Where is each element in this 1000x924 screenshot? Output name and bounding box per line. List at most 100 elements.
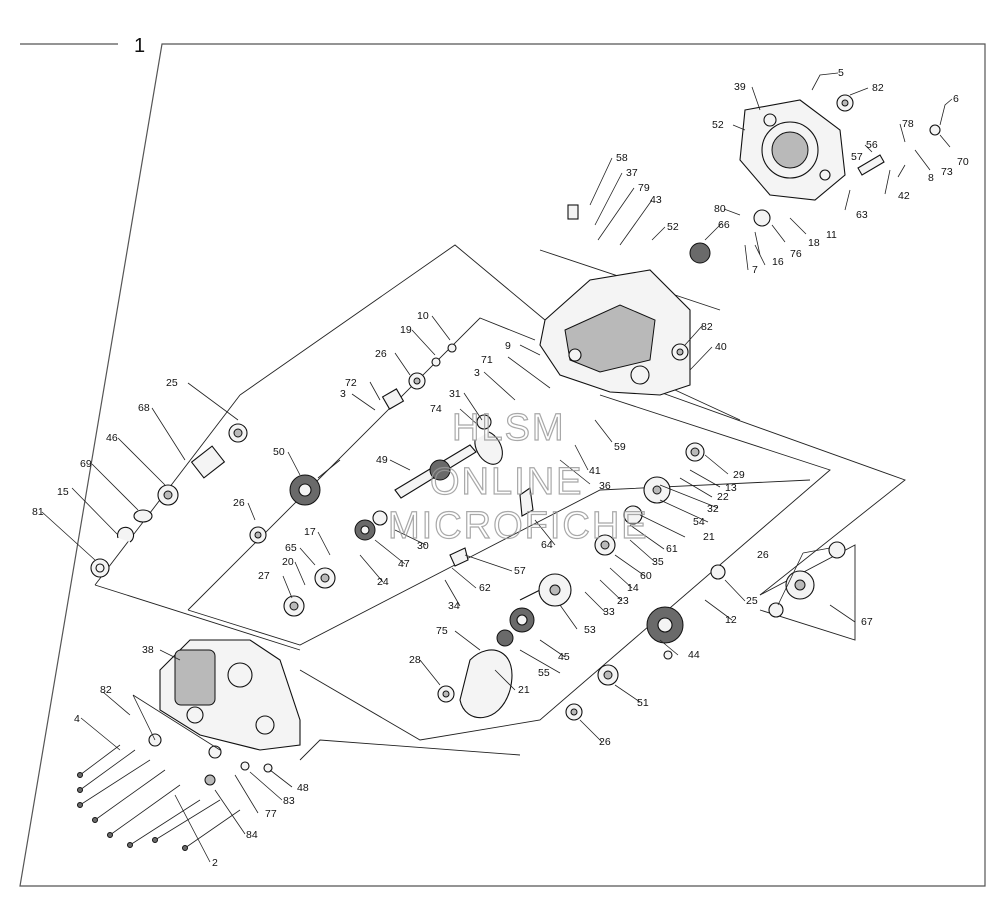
callout-c37: 37	[626, 167, 638, 179]
callout-c11: 11	[826, 229, 837, 241]
callout-c48: 48	[297, 782, 309, 794]
callout-c59: 59	[614, 441, 626, 453]
bolt-set	[77, 733, 273, 851]
callout-c3a: 3	[340, 388, 346, 400]
callout-c79: 79	[638, 182, 650, 194]
callout-c20: 20	[282, 556, 294, 568]
callout-c51: 51	[637, 697, 649, 709]
watermark-line1: HLSM	[452, 407, 566, 449]
callout-c8: 8	[928, 172, 934, 184]
callout-c7: 7	[752, 264, 758, 276]
gear-and-shaft-parts	[90, 94, 941, 721]
callout-c4: 4	[74, 713, 80, 725]
callout-c84: 84	[246, 829, 258, 841]
main-transmission-housing	[539, 269, 691, 396]
callout-c26a: 26	[375, 348, 387, 360]
callout-c82b: 82	[701, 321, 713, 333]
callout-c82c: 82	[100, 684, 112, 696]
callout-c41: 41	[589, 465, 601, 477]
callout-c12: 12	[725, 614, 737, 626]
callout-c35: 35	[652, 556, 664, 568]
callout-c69: 69	[80, 458, 92, 470]
callout-c39: 39	[734, 81, 746, 93]
callout-c42: 42	[898, 190, 910, 202]
callout-c83: 83	[283, 795, 295, 807]
callout-c44: 44	[688, 649, 700, 661]
callout-c77: 77	[265, 808, 277, 820]
callout-c63: 63	[856, 209, 868, 221]
callout-c81: 81	[32, 506, 44, 518]
callout-c16: 16	[772, 256, 784, 268]
callout-c65: 65	[285, 542, 297, 554]
callout-c21b: 21	[518, 684, 530, 696]
callout-c61: 61	[666, 543, 678, 555]
front-housing	[159, 639, 301, 751]
callout-c68: 68	[138, 402, 150, 414]
callout-c10: 10	[417, 310, 429, 322]
callout-leaders	[41, 72, 953, 863]
callout-c52b: 52	[667, 221, 679, 233]
watermark-line2: ONLINE	[430, 461, 583, 503]
callout-c32: 32	[707, 503, 719, 515]
callout-c27: 27	[258, 570, 270, 582]
callout-c50: 50	[273, 446, 285, 458]
callout-c25b: 25	[746, 595, 758, 607]
callout-c26d: 26	[599, 736, 611, 748]
callout-c6: 6	[953, 93, 959, 105]
callout-c28: 28	[409, 654, 421, 666]
sheet-number: 1	[134, 35, 145, 57]
callout-c26c: 26	[757, 549, 769, 561]
callout-c33: 33	[603, 606, 615, 618]
callout-c38: 38	[142, 644, 154, 656]
callout-c45: 45	[558, 651, 570, 663]
callout-c36: 36	[599, 480, 611, 492]
callout-c14: 14	[627, 582, 639, 594]
callout-c58: 58	[616, 152, 628, 164]
callout-c56: 56	[866, 139, 878, 151]
callout-c75: 75	[436, 625, 448, 637]
callout-c19: 19	[400, 324, 412, 336]
diagram-frame: 1	[19, 35, 986, 887]
callout-c18: 18	[808, 237, 820, 249]
callout-c34: 34	[448, 600, 460, 612]
callout-c30: 30	[417, 540, 429, 552]
callout-c74: 74	[430, 403, 442, 415]
callout-c2: 2	[212, 857, 218, 869]
callout-c22: 22	[717, 491, 729, 503]
callout-c23: 23	[617, 595, 629, 607]
callout-c57a: 57	[851, 151, 863, 163]
callout-c71: 71	[481, 354, 493, 366]
callout-c21a: 21	[703, 531, 715, 543]
callout-c55: 55	[538, 667, 550, 679]
callout-c78: 78	[902, 118, 914, 130]
callout-c66: 66	[718, 219, 730, 231]
callout-c31: 31	[449, 388, 461, 400]
callout-c9: 9	[505, 340, 511, 352]
callout-c70: 70	[957, 156, 969, 168]
callout-c60: 60	[640, 570, 652, 582]
callout-c5: 5	[838, 67, 844, 79]
callout-c62: 62	[479, 582, 491, 594]
callout-c29: 29	[733, 469, 745, 481]
callout-c64: 64	[541, 539, 553, 551]
callout-c53: 53	[584, 624, 596, 636]
callout-c67: 67	[861, 616, 873, 628]
callout-c25a: 25	[166, 377, 178, 389]
callout-c47: 47	[398, 558, 410, 570]
callout-c76: 76	[790, 248, 802, 260]
callout-c13: 13	[725, 482, 737, 494]
callout-c54: 54	[693, 516, 705, 528]
callout-c57b: 57	[514, 565, 526, 577]
callout-c80: 80	[714, 203, 726, 215]
callout-c24: 24	[377, 576, 389, 588]
callout-c17: 17	[304, 526, 316, 538]
watermark: HLSM ONLINE MICROFICHE	[387, 406, 649, 547]
callout-c46: 46	[106, 432, 118, 444]
callout-c3b: 3	[474, 367, 480, 379]
callout-c82a: 82	[872, 82, 884, 94]
watermark-line3: MICROFICHE	[388, 505, 649, 547]
callout-c15: 15	[57, 486, 69, 498]
callout-c72: 72	[345, 377, 357, 389]
